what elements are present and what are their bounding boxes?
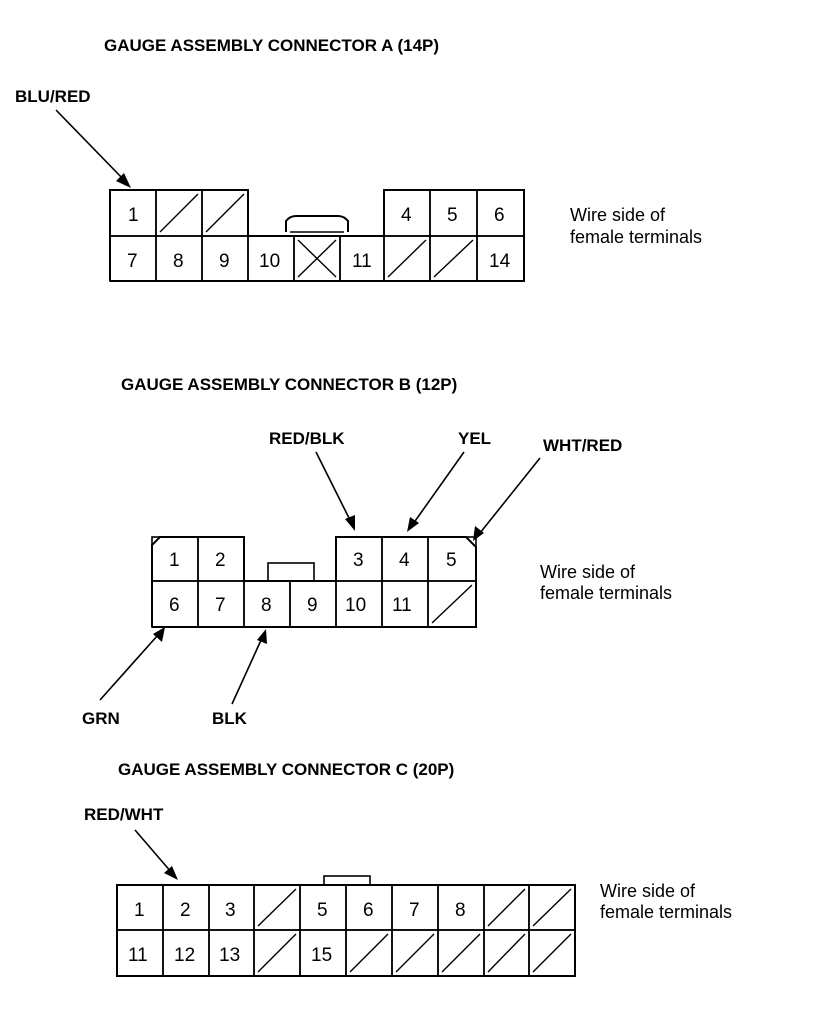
connector-b-pin-labels: 1 2 3 4 5 6 7 8 9 10 11 [169,550,457,616]
connector-a-pin-labels: 1 4 5 6 7 8 9 10 11 14 [127,205,511,272]
arrow-blu-red [55,109,131,188]
pin-label: 13 [219,945,240,966]
arrow-blk [231,629,267,705]
pin-label: 7 [127,251,138,272]
connector-b-note-line1: Wire side of [540,562,636,582]
pin-label: 7 [409,900,420,921]
pin-label: 6 [169,595,180,616]
wire-label-wht-red: WHT/RED [543,436,622,455]
wire-label-red-blk: RED/BLK [269,429,345,448]
arrow-wht-red [473,457,541,541]
pin-label: 6 [494,205,505,226]
connector-b: GAUGE ASSEMBLY CONNECTOR B (12P) RED/BLK… [82,375,672,728]
connector-b-body [151,536,477,628]
pin-label: 1 [134,900,145,921]
connector-a: GAUGE ASSEMBLY CONNECTOR A (14P) BLU/RED [15,36,702,282]
connector-c-note-line2: female terminals [600,902,732,922]
wire-label-grn: GRN [82,709,120,728]
pin-label: 6 [363,900,374,921]
connector-a-body [109,189,525,282]
pin-label: 1 [128,205,139,226]
pin-label: 12 [174,945,195,966]
arrow-grn [99,627,165,701]
wire-label-yel: YEL [458,429,491,448]
connector-c-pin-labels: 1 2 3 5 6 7 8 11 12 13 15 [128,900,466,966]
pin-label: 2 [180,900,191,921]
arrow-yel [407,451,465,532]
pin-label: 8 [261,595,272,616]
connector-a-title: GAUGE ASSEMBLY CONNECTOR A (14P) [104,36,439,55]
connector-b-cavity-12 [427,580,477,628]
pin-label: 3 [225,900,236,921]
connector-c-cavity-20 [528,929,576,977]
connector-c-note-line1: Wire side of [600,881,696,901]
connector-c-title: GAUGE ASSEMBLY CONNECTOR C (20P) [118,760,454,779]
wire-label-blk: BLK [212,709,248,728]
pin-label: 8 [455,900,466,921]
pin-label: 5 [317,900,328,921]
pin-label: 7 [215,595,226,616]
connector-b-title: GAUGE ASSEMBLY CONNECTOR B (12P) [121,375,457,394]
pin-label: 11 [128,945,148,966]
pin-label: 14 [489,251,511,272]
arrow-red-wht [134,829,178,880]
connector-a-note-line2: female terminals [570,227,702,247]
pin-label: 8 [173,251,184,272]
connector-c: GAUGE ASSEMBLY CONNECTOR C (20P) RED/WHT [84,760,732,977]
connector-a-cavity-14 [476,235,525,282]
connector-c-body [116,875,576,977]
pin-label: 2 [215,550,226,571]
pin-label: 3 [353,550,364,571]
wire-label-blu-red: BLU/RED [15,87,91,106]
pin-label: 10 [345,595,366,616]
wire-label-red-wht: RED/WHT [84,805,164,824]
connector-a-note-line1: Wire side of [570,205,666,225]
connector-b-note-line2: female terminals [540,583,672,603]
pin-label: 9 [219,251,230,272]
arrow-red-blk [315,451,355,531]
pin-label: 4 [399,550,410,571]
pin-label: 9 [307,595,318,616]
pin-label: 1 [169,550,180,571]
pin-label: 11 [352,251,372,272]
pin-label: 11 [392,595,412,616]
pin-label: 4 [401,205,412,226]
pin-label: 5 [446,550,457,571]
pin-label: 10 [259,251,280,272]
pin-label: 5 [447,205,458,226]
pin-label: 15 [311,945,332,966]
